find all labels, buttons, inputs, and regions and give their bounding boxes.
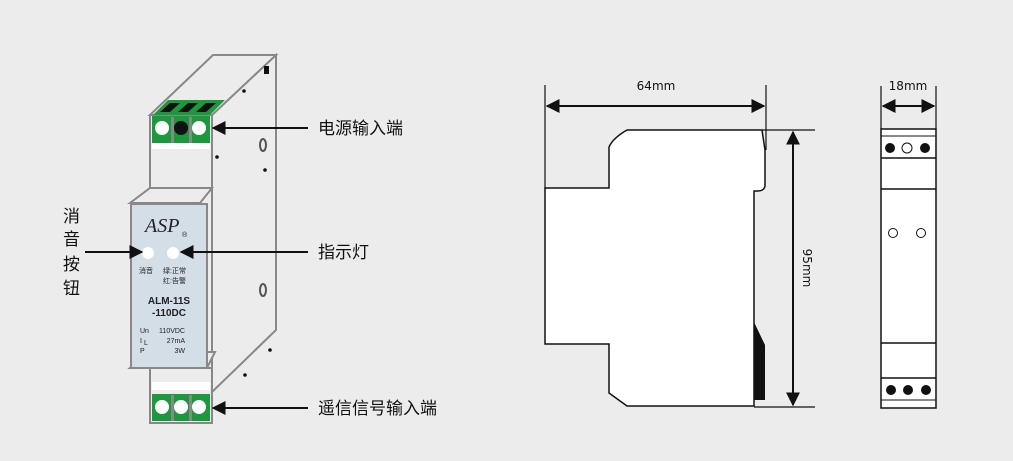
- depth-dimension-label: 64mm: [637, 79, 676, 93]
- terminal-screw: [155, 121, 169, 135]
- width-dimension-label: 18mm: [889, 79, 928, 93]
- remote-signal-label: 遥信信号输入端: [318, 399, 437, 419]
- power-input-label: 电源输入端: [318, 119, 403, 139]
- mute-label-char: 按: [63, 255, 80, 275]
- indicator-led: [167, 247, 179, 259]
- spec-il-value: 27mA: [167, 338, 186, 345]
- terminal-screw: [192, 121, 206, 135]
- indicator-label: 指示灯: [318, 243, 369, 263]
- brand-logo: ASP: [143, 215, 179, 237]
- spec-un-label: Un: [140, 328, 149, 335]
- mute-label-char: 钮: [63, 279, 80, 299]
- front-view-outline: [880, 128, 937, 409]
- spec-p-value: 3W: [175, 348, 186, 355]
- mute-button[interactable]: [142, 247, 154, 259]
- terminal-screw: [174, 121, 188, 135]
- model-line1: ALM-11S: [148, 296, 191, 307]
- spec-il-sub: L: [144, 340, 148, 347]
- front-view: 18mm: [880, 79, 937, 409]
- front-mute-text: 消音: [139, 266, 153, 275]
- model-line2: -110DC: [152, 308, 186, 319]
- front-red-text: 红:告警: [163, 276, 186, 285]
- spec-il-label: I: [140, 338, 142, 345]
- spec-un-value: 110VDC: [159, 328, 185, 335]
- front-green-text: 绿:正常: [163, 266, 186, 275]
- device-3d-view: ASP ® 消音 绿:正常 红:告警 ALM-11S -110DC Un 110…: [127, 52, 279, 424]
- led-hole: [916, 228, 926, 238]
- registered-mark: ®: [182, 231, 188, 239]
- side-view-outline: [544, 129, 766, 407]
- height-dimension-label: 95mm: [800, 249, 814, 288]
- led-hole: [888, 228, 898, 238]
- spec-p-label: P: [140, 348, 145, 355]
- callouts: 电源输入端 指示灯 消 音 按 钮 遥信信号输入端: [63, 119, 437, 419]
- mute-label-char: 音: [63, 230, 80, 250]
- side-view: 64mm 95mm: [544, 79, 815, 408]
- front-panel: [130, 203, 208, 369]
- mute-label-char: 消: [63, 207, 80, 227]
- din-clip: [754, 322, 765, 400]
